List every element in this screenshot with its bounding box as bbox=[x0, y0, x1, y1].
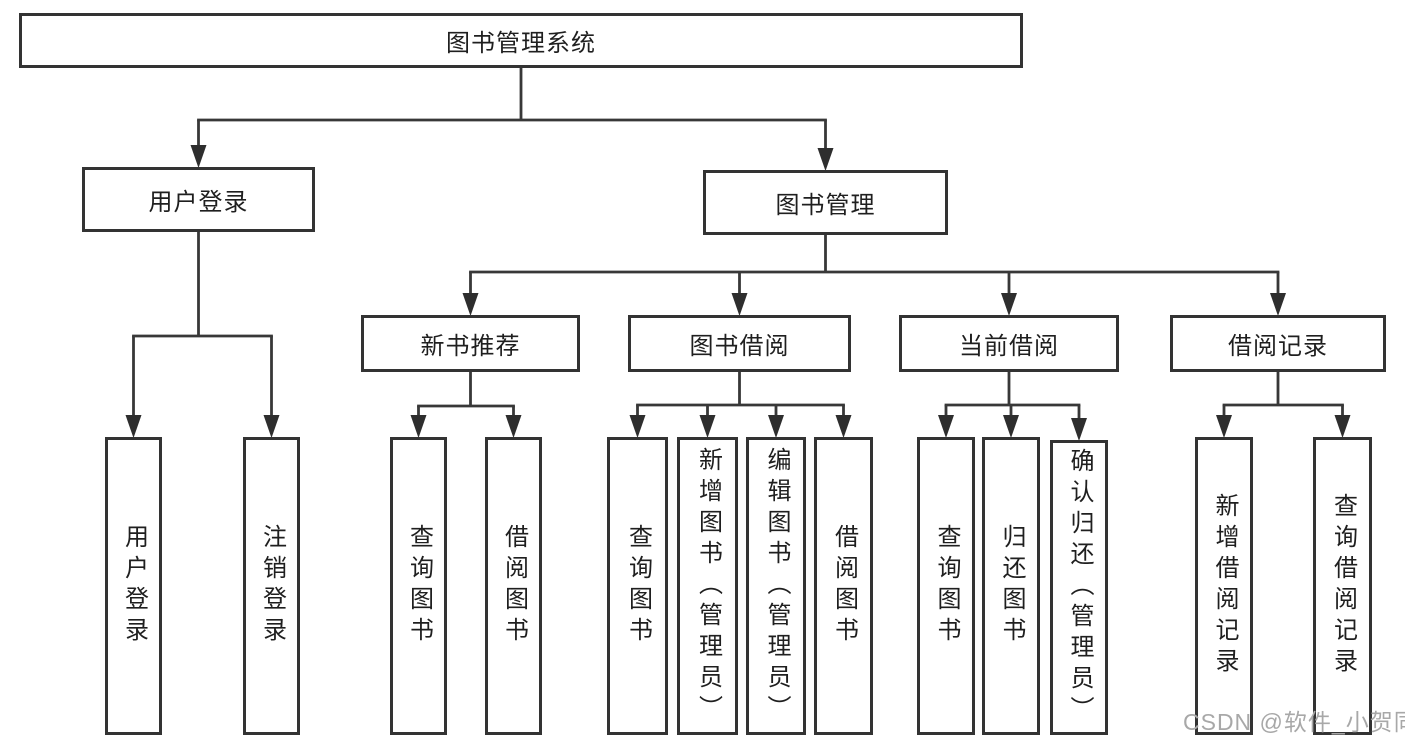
node-user-login: 用户登录 bbox=[82, 167, 315, 232]
node-cb-query-books: 查询图书 bbox=[917, 437, 975, 735]
node-bb-edit-books: 编辑图书（管理员） bbox=[746, 437, 806, 735]
watermark: CSDN @软件_小贺同学 bbox=[1183, 709, 1405, 735]
connector-new-book-rec bbox=[410, 371, 522, 438]
node-br-query-record: 查询借阅记录 bbox=[1313, 437, 1372, 735]
connector-current-borrow bbox=[938, 371, 1087, 441]
node-user-login-leaf: 用户登录 bbox=[105, 437, 162, 735]
node-book-mgmt: 图书管理 bbox=[703, 170, 948, 235]
node-cb-confirm-return: 确认归还（管理员） bbox=[1050, 440, 1108, 735]
connector-user-login bbox=[125, 231, 280, 438]
connector-root bbox=[190, 67, 834, 171]
node-br-add-record: 新增借阅记录 bbox=[1195, 437, 1253, 735]
node-cb-return-books: 归还图书 bbox=[982, 437, 1040, 735]
node-bb-add-books: 新增图书（管理员） bbox=[677, 437, 738, 735]
node-nbr-query-books: 查询图书 bbox=[390, 437, 447, 735]
node-borrow-records: 借阅记录 bbox=[1170, 315, 1386, 372]
node-bb-borrow-books: 借阅图书 bbox=[814, 437, 873, 735]
node-bb-query-books: 查询图书 bbox=[607, 437, 668, 735]
node-root: 图书管理系统 bbox=[19, 13, 1023, 68]
node-book-borrow: 图书借阅 bbox=[628, 315, 851, 372]
connector-book-borrow bbox=[629, 371, 852, 438]
node-current-borrow: 当前借阅 bbox=[899, 315, 1119, 372]
connector-book-mgmt bbox=[462, 234, 1286, 316]
node-new-book-rec: 新书推荐 bbox=[361, 315, 580, 372]
connector-borrow-records bbox=[1216, 371, 1351, 438]
node-nbr-borrow-books: 借阅图书 bbox=[485, 437, 542, 735]
node-logout-leaf: 注销登录 bbox=[243, 437, 300, 735]
